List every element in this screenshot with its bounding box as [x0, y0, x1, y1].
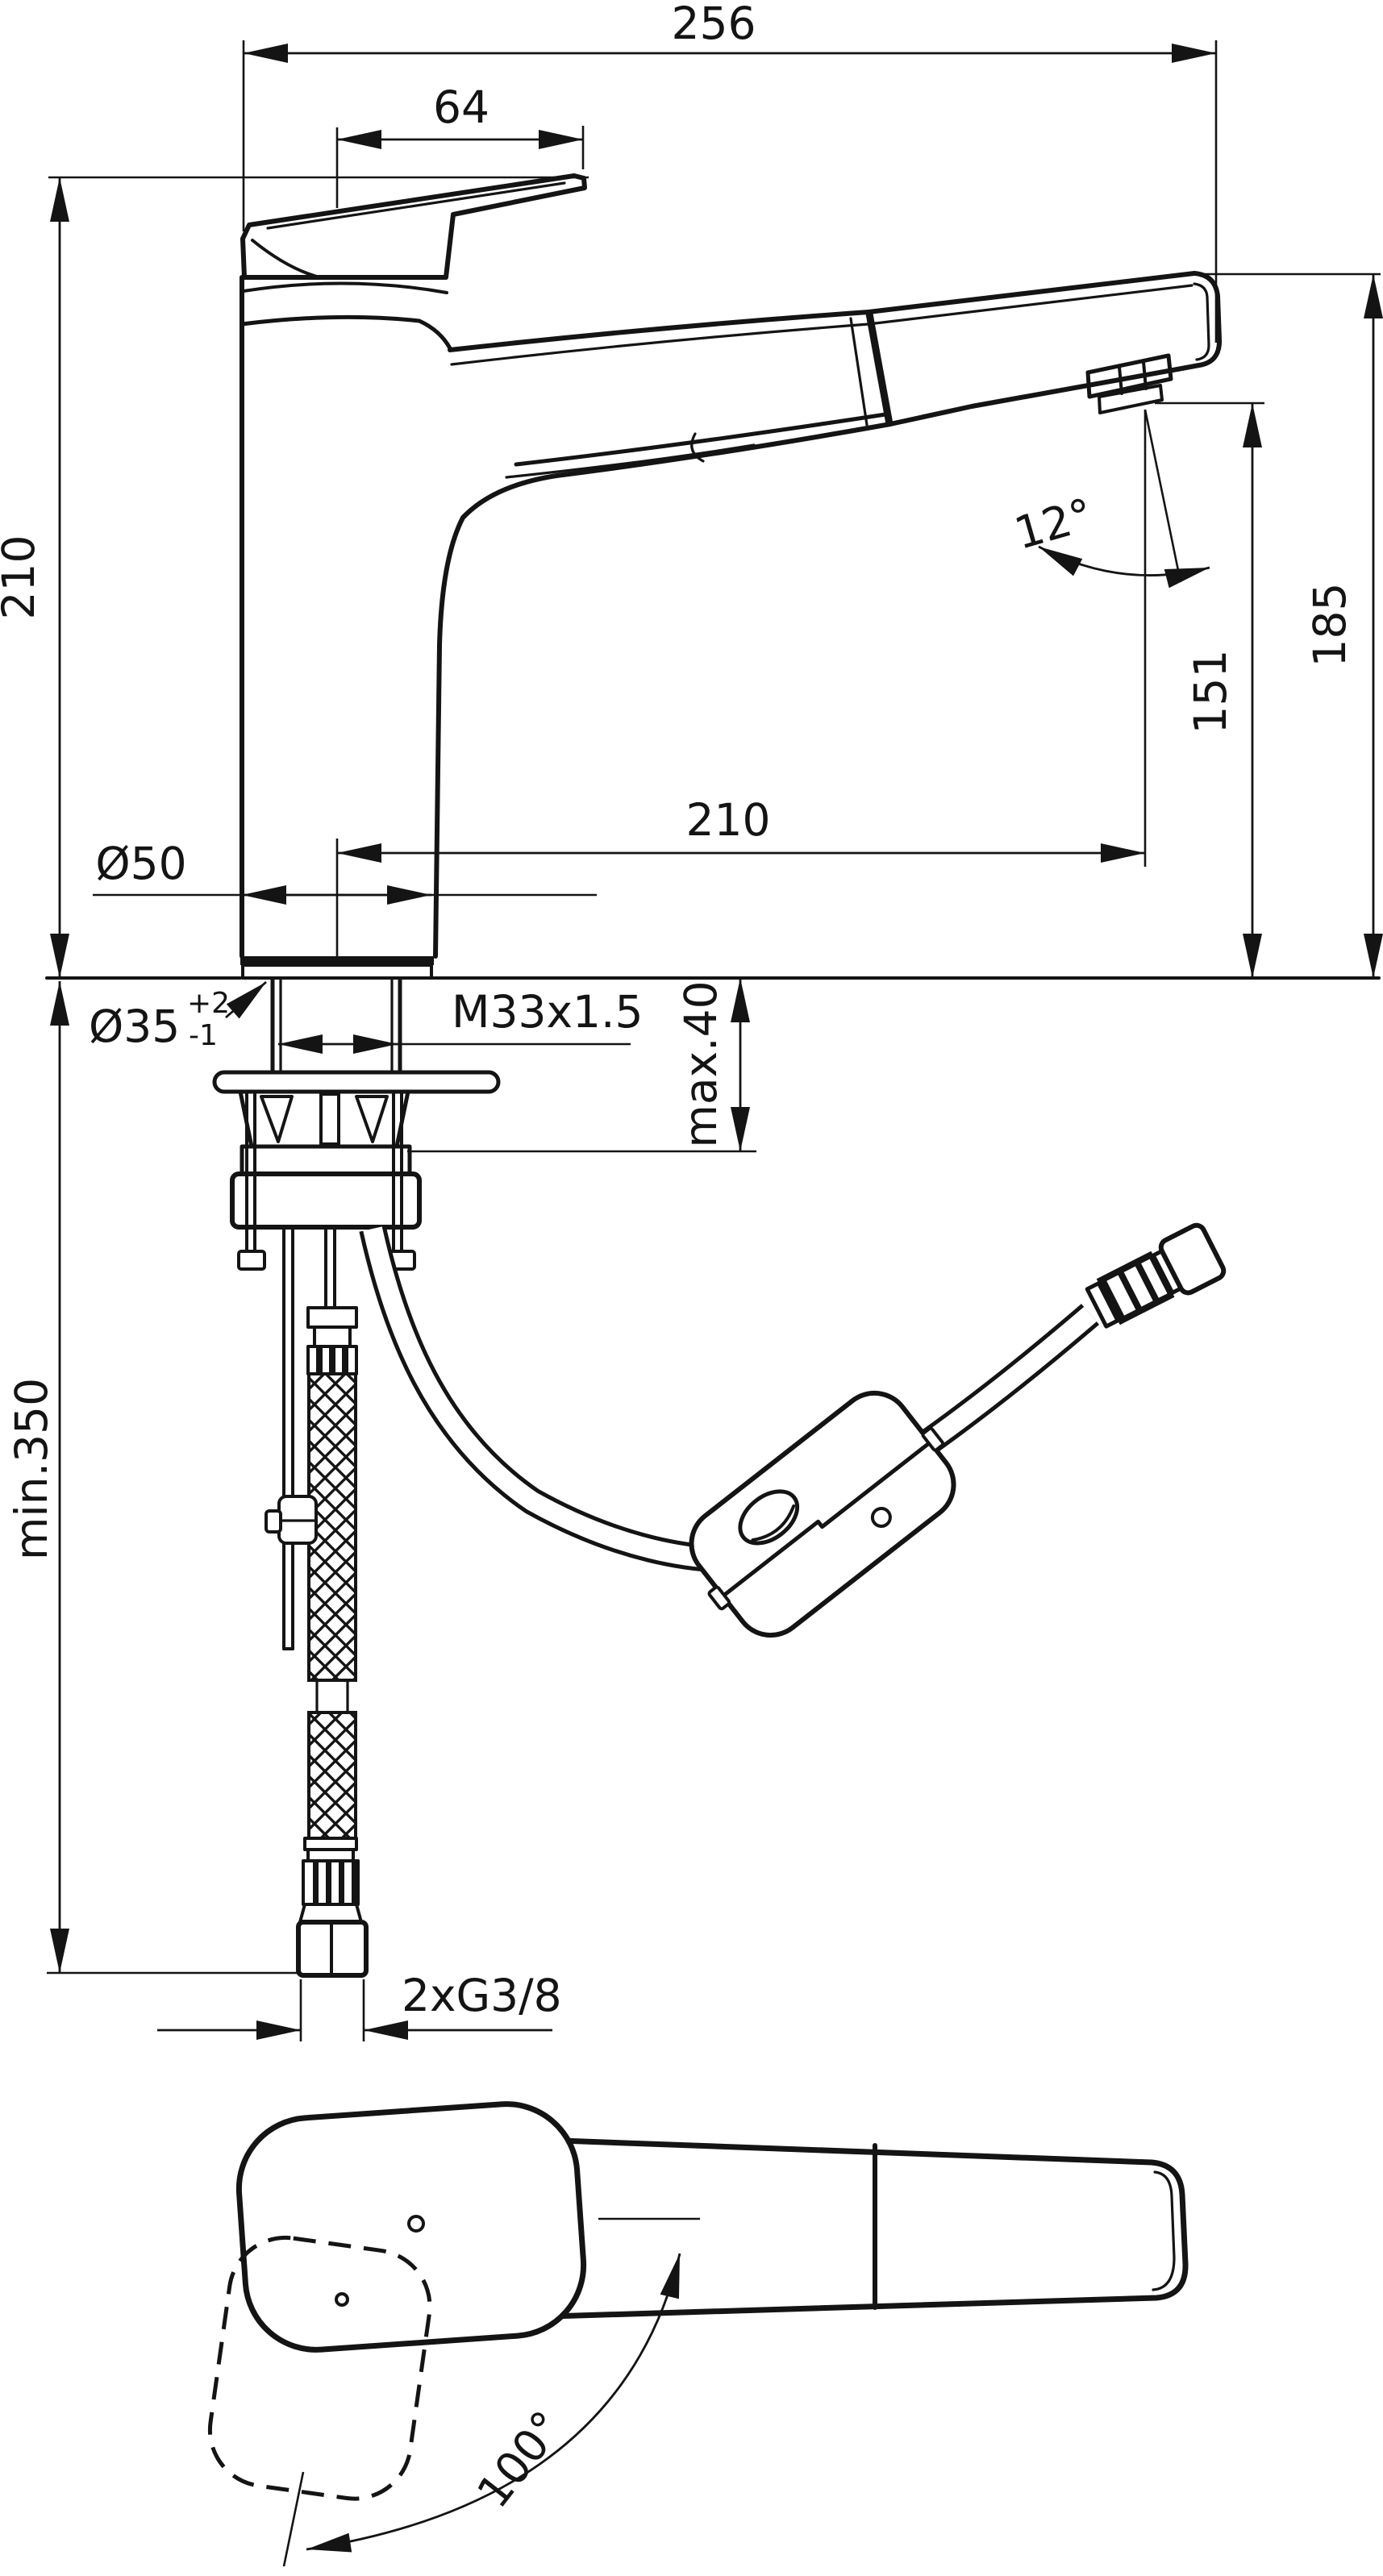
dim-max40-label: max.40 [675, 980, 727, 1147]
dim-m33-label: M33x1.5 [452, 986, 643, 1038]
dim-2xg38-label: 2xG3/8 [402, 1970, 562, 2021]
plan-handle-knob-swivelled [207, 2235, 432, 2501]
base-plinth [240, 839, 434, 980]
spray-outlet [1085, 353, 1173, 414]
dim-210-reach-label: 210 [686, 794, 771, 846]
dim-12deg: 12° [1009, 409, 1210, 867]
installation-parts [45, 976, 1381, 1978]
body-cap [240, 281, 452, 351]
dim-d35-tol-plus: +2 [187, 987, 230, 1020]
dim-d50: Ø50 [93, 838, 597, 905]
dim-210-reach: 210 [337, 794, 1145, 863]
dim-2xg38: 2xG3/8 [157, 1970, 562, 2041]
dim-12deg-label: 12° [1009, 489, 1098, 560]
hose-connector [1085, 1222, 1227, 1329]
faucet-side-view [240, 173, 1223, 980]
braided-hose [296, 1306, 369, 1978]
dim-185: 185 [1200, 273, 1383, 978]
mounting-studs [237, 1090, 416, 1271]
supply-pipes [282, 1226, 336, 1650]
dim-151: 151 [1155, 402, 1264, 978]
dim-d35-label: Ø35 [89, 1001, 180, 1052]
dimensions: 256 64 210 151 185 210 [0, 0, 1383, 2041]
dim-min350: min.350 [6, 981, 298, 1975]
dim-min350-label: min.350 [6, 1378, 57, 1560]
dim-d50-label: Ø50 [95, 838, 186, 889]
spout-and-body [240, 271, 1223, 959]
plan-knob-dot-lower [335, 2292, 349, 2307]
dim-256: 256 [242, 0, 1218, 343]
dim-m33: M33x1.5 [278, 986, 643, 1054]
dim-64: 64 [335, 81, 585, 208]
dim-d35-tol-minus: -1 [189, 1019, 218, 1052]
dim-d35: Ø35 +2 -1 [89, 980, 267, 1052]
horseshoe-washer [212, 1070, 501, 1094]
dim-max40: max.40 [407, 978, 756, 1153]
handle-side [240, 173, 587, 280]
clamping-cone [230, 1089, 422, 1230]
dim-64-label: 64 [433, 81, 489, 133]
plan-knob-dot-upper [407, 2215, 425, 2233]
hose-clip [265, 1495, 318, 1545]
dim-210-height-label: 210 [0, 535, 44, 620]
dim-185-label: 185 [1304, 583, 1356, 668]
dim-151-label: 151 [1185, 650, 1236, 735]
faucet-plan-view: 100° [207, 2101, 1189, 2567]
dim-100deg-label: 100° [467, 2401, 573, 2517]
threaded-shank [270, 976, 402, 1075]
dim-210-height: 210 [0, 176, 589, 978]
pullout-hose [359, 1222, 1227, 1638]
dim-256-label: 256 [672, 0, 756, 49]
hose-weight [689, 1390, 956, 1638]
